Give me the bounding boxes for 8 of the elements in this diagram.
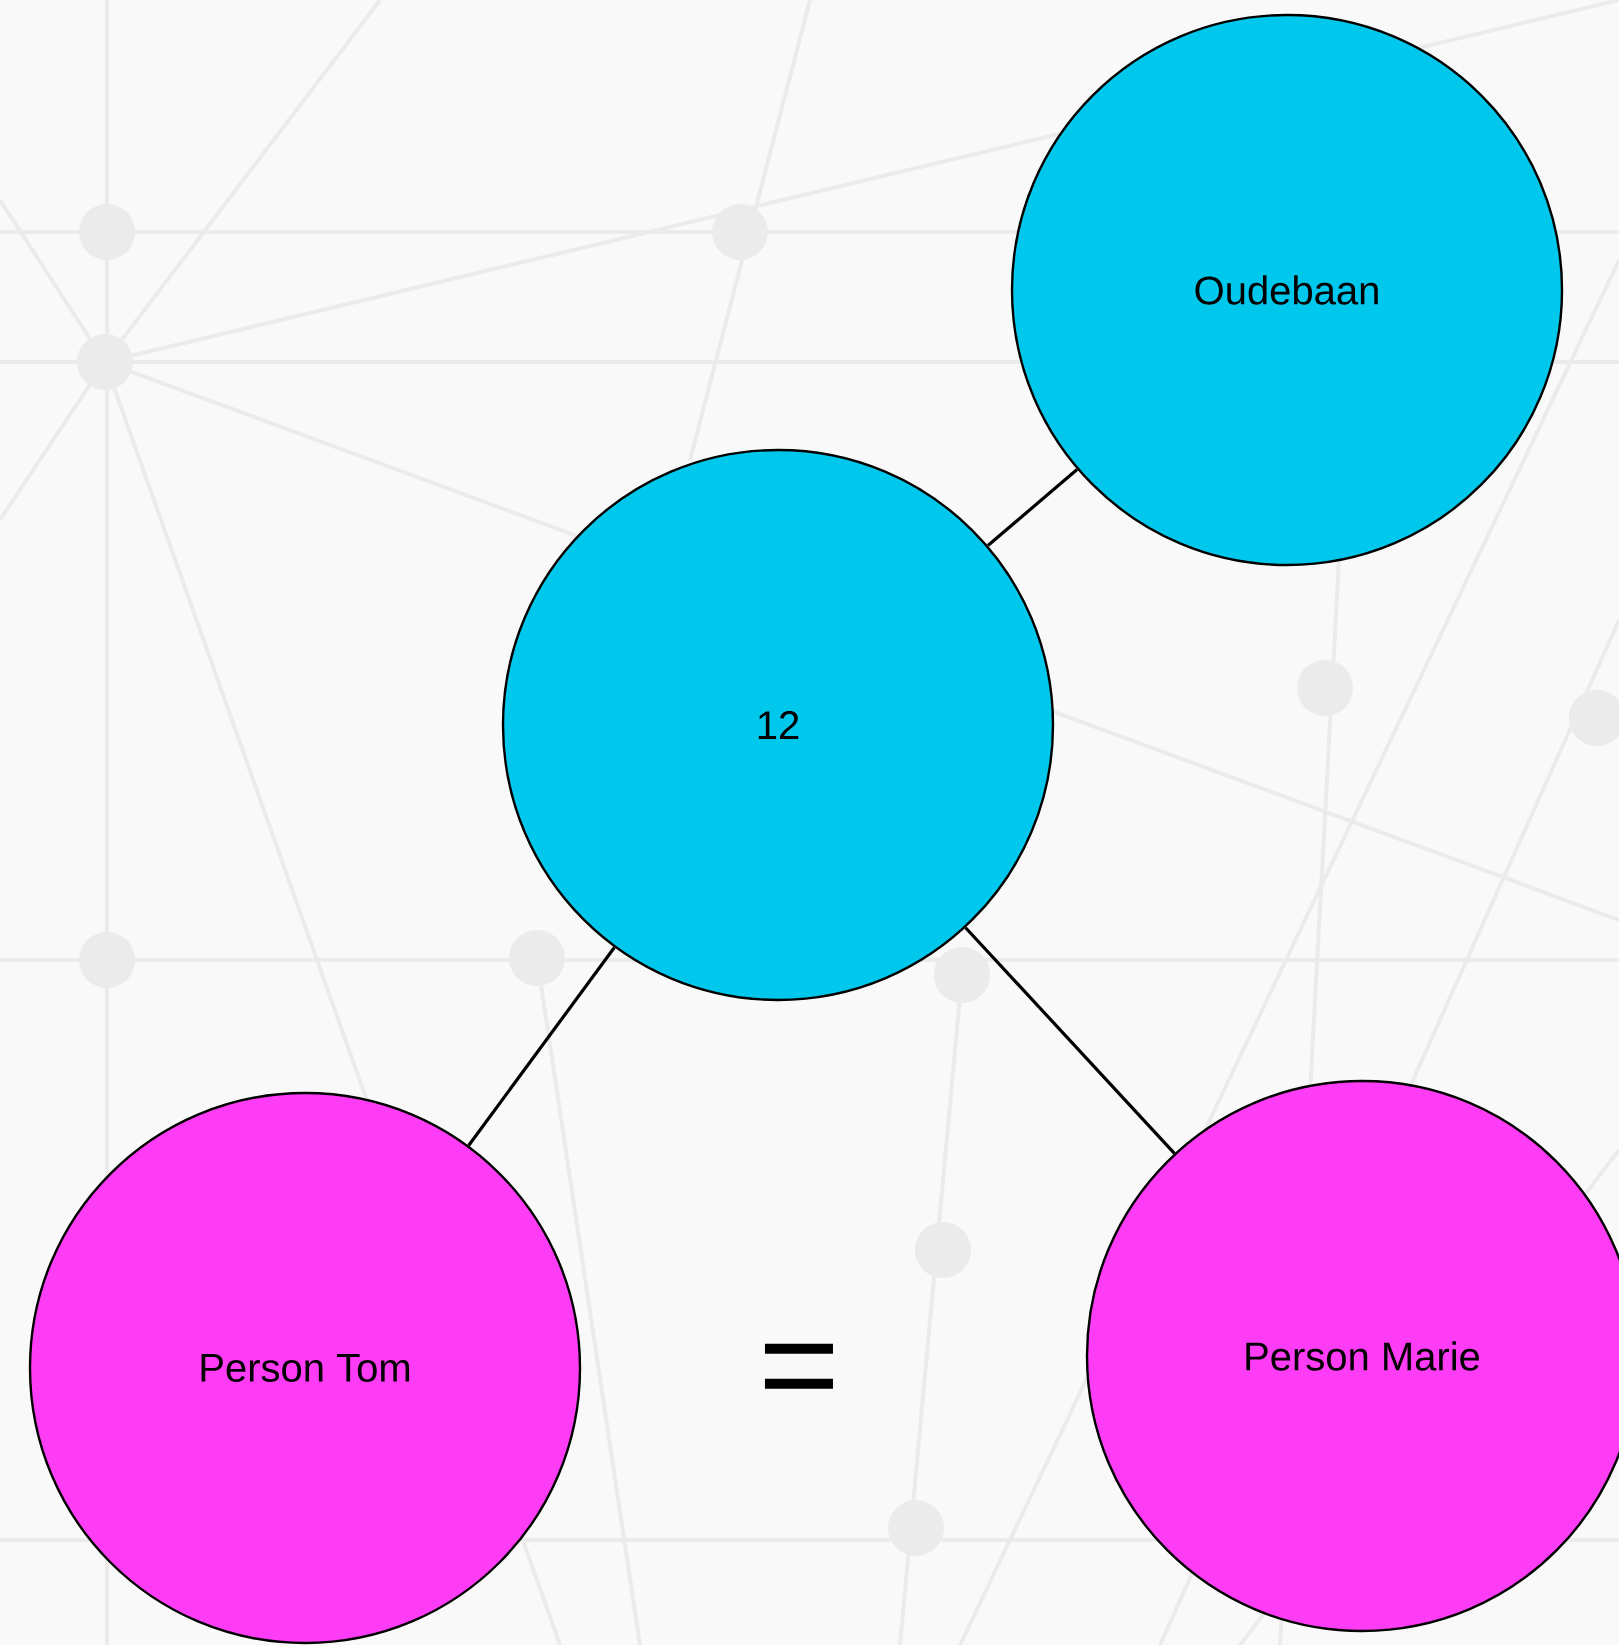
- circle-node: Person Tom: [28, 1091, 582, 1645]
- connector-line: [964, 926, 1176, 1155]
- circle-node: Oudebaan: [1010, 13, 1564, 567]
- connector-line: [986, 468, 1079, 547]
- circle-node: Person Marie: [1085, 1079, 1619, 1633]
- circle-node: 12: [501, 448, 1055, 1002]
- connector-line: [467, 946, 616, 1147]
- equals-sign: =: [764, 1343, 833, 1389]
